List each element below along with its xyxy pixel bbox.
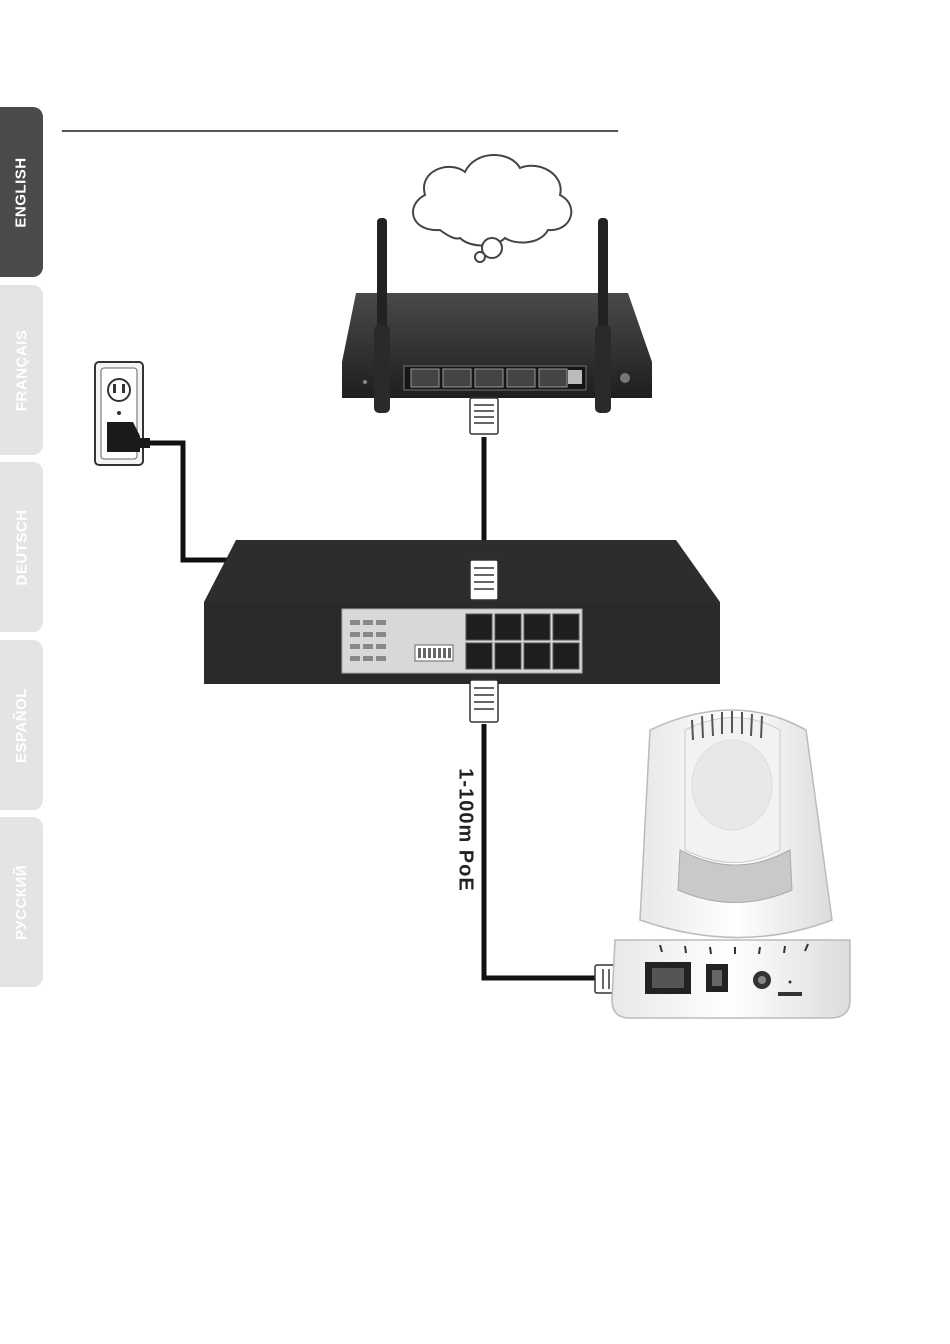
- power-cable: [150, 443, 237, 560]
- ptz-camera-icon: [612, 710, 850, 1018]
- poe-cable: [484, 724, 595, 978]
- rj45-connector-router: [470, 398, 498, 434]
- wall-outlet-icon: [95, 362, 150, 465]
- poe-cable-label: 1-100m PoE: [454, 768, 477, 891]
- cables: [150, 437, 595, 978]
- rj45-connectors: [470, 398, 631, 993]
- rj45-connector-switch-top: [470, 560, 498, 600]
- rj45-connector-switch-bottom: [470, 680, 498, 722]
- poe-switch-icon: [204, 540, 720, 684]
- internet-cloud-icon: [413, 155, 571, 262]
